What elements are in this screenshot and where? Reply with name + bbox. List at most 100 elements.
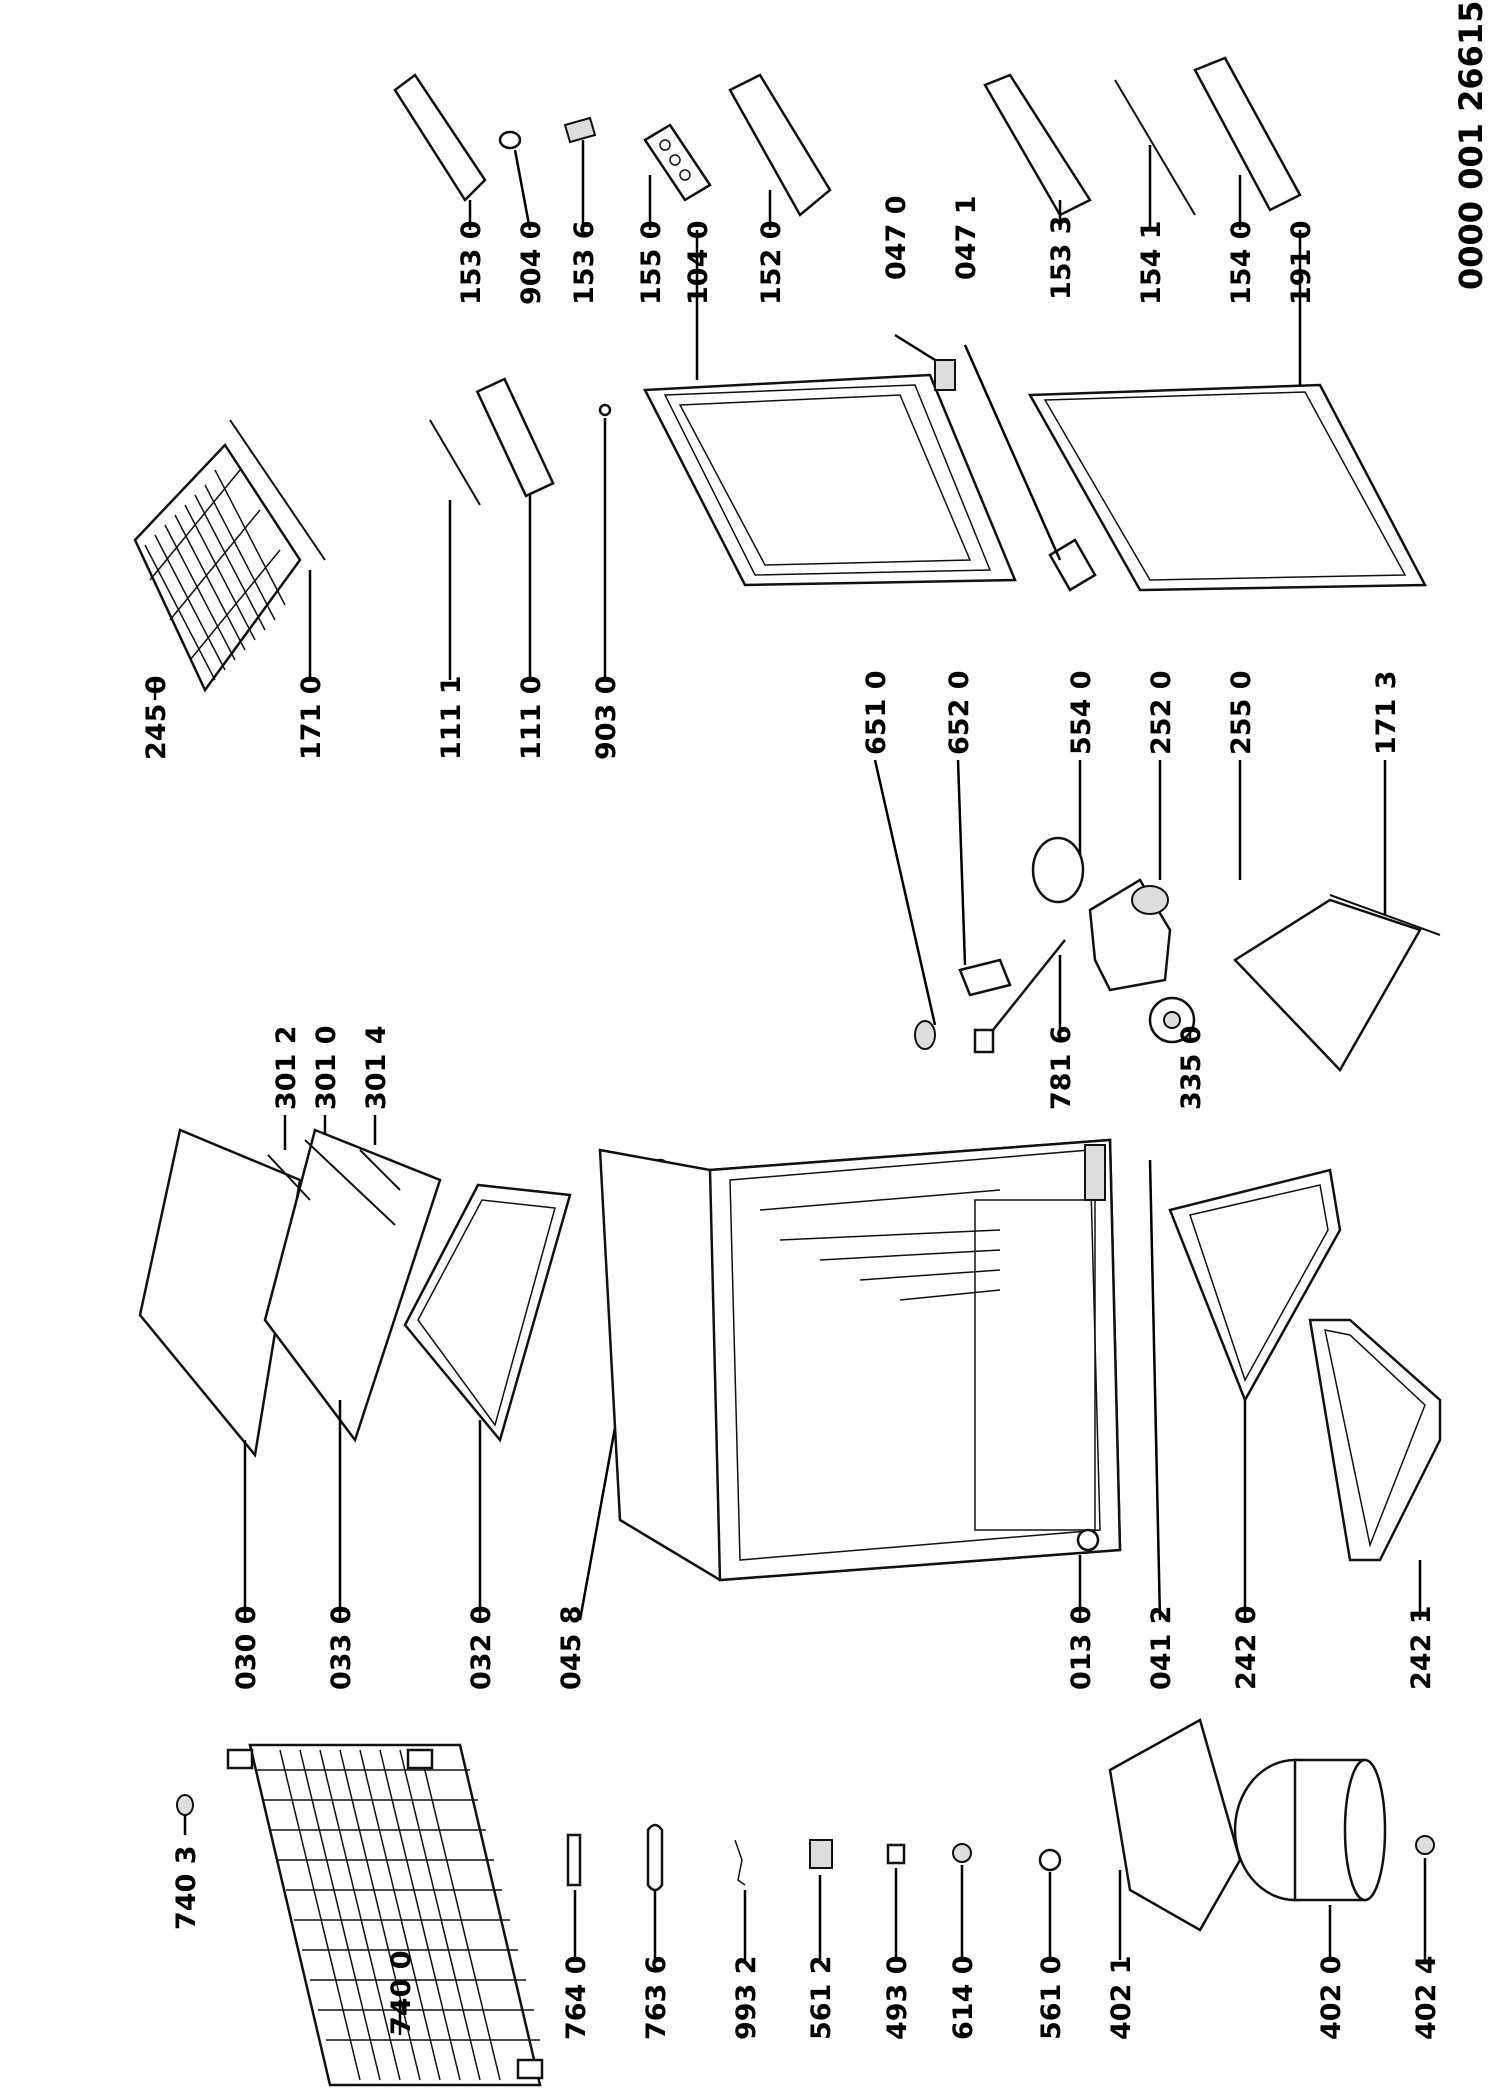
part-label: 561 0	[1036, 1955, 1067, 2040]
trim-strip-icon	[267, 1154, 311, 1201]
part-493-0: 493 0	[882, 1843, 913, 2040]
part-label: 764 0	[561, 1955, 592, 2040]
part-763-6: 763 6	[641, 1823, 672, 2040]
part-label: 154 0	[1226, 220, 1257, 305]
part-label: 493 0	[882, 1955, 913, 2040]
part-740-3: 740 3	[171, 1794, 202, 1930]
part-label: 171 0	[296, 675, 327, 760]
part-label: 652 0	[944, 670, 975, 755]
framed-shelf-icon	[403, 1183, 572, 1443]
relay-icon	[809, 1839, 833, 1869]
sensor-wire-icon	[734, 1839, 746, 1886]
clip-icon	[886, 1843, 906, 1865]
part-041-2: 041 2	[1084, 1144, 1177, 1690]
part-label: 032 0	[466, 1605, 497, 1690]
part-191-0: 191 0	[1027, 220, 1428, 592]
part-label: 153 6	[569, 220, 600, 305]
part-label: 047 0	[881, 195, 912, 280]
crisper-drawer-icon	[1168, 1168, 1342, 1403]
bottle-retainer-icon	[1114, 79, 1196, 216]
door-balcony-icon	[983, 73, 1092, 217]
part-242-0: 242 0	[1168, 1168, 1342, 1690]
filter-drier-icon	[566, 1833, 582, 1887]
part-label: 171 3	[1371, 670, 1402, 755]
part-label: 047 1	[951, 195, 982, 280]
foot-icon	[1415, 1835, 1435, 1855]
document-number: 0000 001 26615	[1452, 1, 1490, 290]
part-label: 301 0	[311, 1025, 342, 1110]
part-label: 155 0	[636, 220, 667, 305]
part-label: 561 2	[806, 1955, 837, 2040]
door-balcony-icon	[1193, 56, 1302, 212]
glass-shelf-icon	[1233, 898, 1422, 1073]
part-301-2: 301 2	[267, 1025, 311, 1201]
part-label: 335 0	[1176, 1025, 1207, 1110]
cap-icon	[176, 1794, 194, 1816]
bracket-icon	[563, 116, 597, 144]
part-label: 245 0	[141, 675, 172, 760]
part-033-0: 033 0	[263, 1128, 442, 1690]
lamp-icon	[914, 1020, 936, 1050]
hinge-icon	[1048, 538, 1097, 592]
part-903-0: 903 0	[591, 403, 622, 760]
part-154-0: 154 0	[1193, 56, 1302, 305]
part-label: 402 4	[1411, 1955, 1442, 2040]
part-554-0: 554 0	[1031, 670, 1097, 904]
adjustable-foot-icon	[1076, 1528, 1100, 1552]
part-label: 041 2	[1146, 1605, 1177, 1690]
part-032-0: 032 0	[403, 1183, 572, 1690]
part-label: 740 3	[171, 1845, 202, 1930]
part-label: 614 0	[948, 1955, 979, 2040]
part-155-0: 155 0	[636, 123, 712, 305]
part-252-0: 252 0	[1088, 670, 1177, 992]
wire-shelf-icon	[133, 442, 302, 693]
part-label: 033 0	[326, 1605, 357, 1690]
part-152-0: 152 0	[728, 73, 832, 305]
part-245-0: 245 0	[133, 442, 302, 760]
part-label: 152 0	[756, 220, 787, 305]
cabinet-body	[598, 1138, 1122, 1582]
hinge-icon	[1084, 1144, 1106, 1201]
part-label: 111 1	[436, 675, 467, 760]
part-label: 651 0	[861, 670, 892, 755]
door-shelf-icon	[393, 73, 487, 202]
part-781-6: 781 6	[973, 939, 1077, 1110]
part-label: 252 0	[1146, 670, 1177, 755]
part-255-0: 255 0	[1226, 670, 1422, 1073]
part-label: 242 0	[1231, 1605, 1262, 1690]
part-111-0: 111 0	[475, 377, 555, 760]
thermostat-knob-icon	[1031, 836, 1085, 904]
trim-strip-icon	[359, 1149, 401, 1191]
glass-shelf-icon	[138, 1128, 302, 1458]
part-label: 154 1	[1136, 220, 1167, 305]
part-153-0: 153 0	[393, 73, 487, 305]
part-label: 104 0	[683, 220, 714, 305]
compressor-icon	[1233, 1758, 1387, 1902]
part-301-4: 301 4	[359, 1025, 401, 1191]
part-label: 763 6	[641, 1955, 672, 2040]
part-013-0: 013 0	[1066, 1528, 1100, 1690]
thermal-protector-icon	[1038, 1848, 1062, 1872]
part-label: 242 1	[1406, 1605, 1437, 1690]
compressor-base-icon	[1108, 1718, 1242, 1932]
part-label: 402 1	[1106, 1955, 1137, 2040]
part-label: 030 0	[231, 1605, 262, 1690]
part-label: 301 4	[361, 1025, 392, 1110]
part-764-0: 764 0	[561, 1833, 592, 2040]
trim-strip-icon	[304, 1139, 396, 1226]
part-561-0: 561 0	[1036, 1848, 1067, 2040]
part-label: 781 6	[1046, 1025, 1077, 1110]
hinge-pin-icon	[934, 359, 956, 391]
part-label: 402 0	[1316, 1955, 1347, 2040]
capillary-icon	[973, 939, 1066, 1054]
part-111-1: 111 1	[429, 419, 481, 760]
part-651-0: 651 0	[861, 670, 937, 1050]
part-label: 903 0	[591, 675, 622, 760]
crisper-drawer-icon	[1308, 1318, 1442, 1562]
handle-icon	[475, 377, 555, 498]
part-171-0: 171 0	[229, 419, 327, 760]
door-balcony-icon	[728, 73, 832, 217]
condenser-coil-icon	[226, 1743, 544, 2087]
part-904-0: 904 0	[498, 130, 547, 305]
